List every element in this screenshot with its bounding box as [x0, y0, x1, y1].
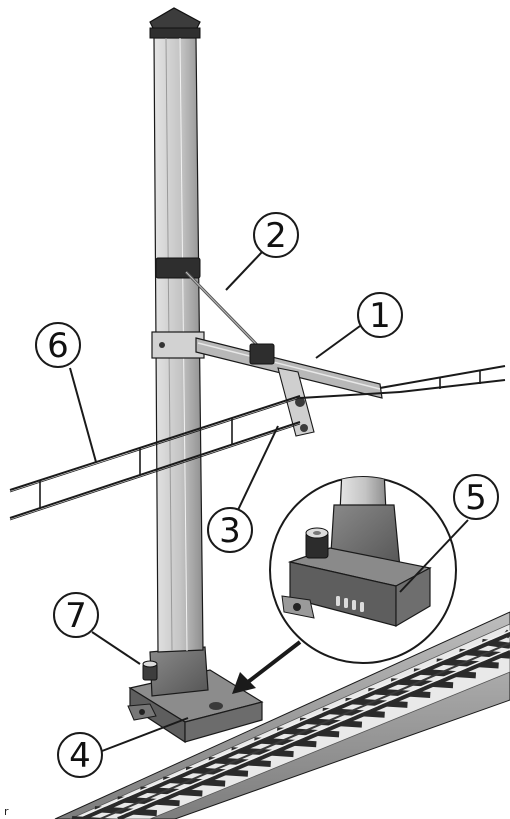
tie-rod-highlight: [185, 271, 263, 351]
callout-circle: [207, 507, 253, 553]
contact-wire: [399, 379, 506, 393]
callout-number: 4: [69, 736, 91, 776]
leader-6: [69, 367, 97, 463]
hanger-pin: [295, 397, 305, 407]
callout-circle: [357, 292, 403, 338]
mast-cap: [149, 7, 201, 31]
mast: [149, 7, 205, 653]
messenger-wire: [9, 395, 301, 491]
cantilever-arm: [184, 270, 383, 437]
leader-2: [225, 251, 263, 291]
callout-circle: [57, 732, 103, 778]
inset-vents: [336, 596, 364, 612]
leader-4: [101, 717, 189, 752]
base-socket: [149, 646, 209, 697]
base-plate-side: [184, 701, 263, 743]
detail-arrow: [232, 640, 302, 694]
center-rail: [99, 642, 510, 819]
catenary-wire: [9, 365, 506, 521]
inset-terminal-screw: [305, 527, 329, 559]
leader-5: [399, 519, 469, 593]
corner-mark: r: [4, 805, 9, 818]
upper-clamp: [155, 257, 201, 279]
contact-wire-highlight: [9, 423, 301, 521]
mast-base: [127, 646, 264, 744]
callout-circle: [253, 212, 299, 258]
callout-5: 5: [453, 474, 499, 520]
base-detail-inset: [269, 476, 457, 664]
base-screw-hole: [209, 702, 223, 710]
cantilever-bracket: [151, 331, 205, 359]
track-bed-top: [69, 623, 510, 819]
base-tab-hole: [139, 709, 145, 715]
callout-6: 6: [35, 322, 81, 368]
callout-1: 1: [357, 292, 403, 338]
messenger-wire-highlight: [9, 397, 301, 493]
callout-number: 2: [265, 216, 287, 256]
mast-cap-collar: [149, 27, 201, 39]
callout-3: 3: [207, 507, 253, 553]
track-bed: [54, 611, 510, 819]
callout-number: 7: [65, 596, 87, 636]
track: [54, 611, 510, 819]
leader-7: [91, 631, 141, 665]
callout-circle: [53, 592, 99, 638]
callout-7: 7: [53, 592, 99, 638]
arm-beam-highlight: [197, 342, 381, 390]
callout-number: 3: [219, 511, 241, 551]
arm-beam: [195, 337, 383, 399]
arm-clamp: [249, 343, 275, 365]
rail-left-highlight: [81, 630, 510, 817]
rail-right: [117, 650, 510, 819]
leader-lines: [69, 251, 469, 752]
callout-2: 2: [253, 212, 299, 258]
inset-tab-hole: [293, 603, 301, 611]
bracket-hole: [159, 342, 165, 348]
callout-circle: [35, 322, 81, 368]
leader-3: [237, 425, 279, 511]
callout-circle: [453, 474, 499, 520]
callout-4: 4: [57, 732, 103, 778]
terminal-screw: [142, 660, 158, 681]
inset-box-side: [395, 567, 431, 628]
rail-right-highlight: [117, 648, 510, 817]
callout-number: 1: [369, 296, 391, 336]
leader-1: [315, 325, 361, 359]
callout-number: 6: [47, 326, 69, 366]
contact-wire: [9, 421, 301, 519]
hanger-pin-2: [300, 424, 308, 432]
messenger-wire: [379, 365, 506, 389]
callout-number: 5: [465, 478, 487, 518]
contact-wire: [299, 391, 401, 399]
rail-left: [81, 632, 510, 819]
